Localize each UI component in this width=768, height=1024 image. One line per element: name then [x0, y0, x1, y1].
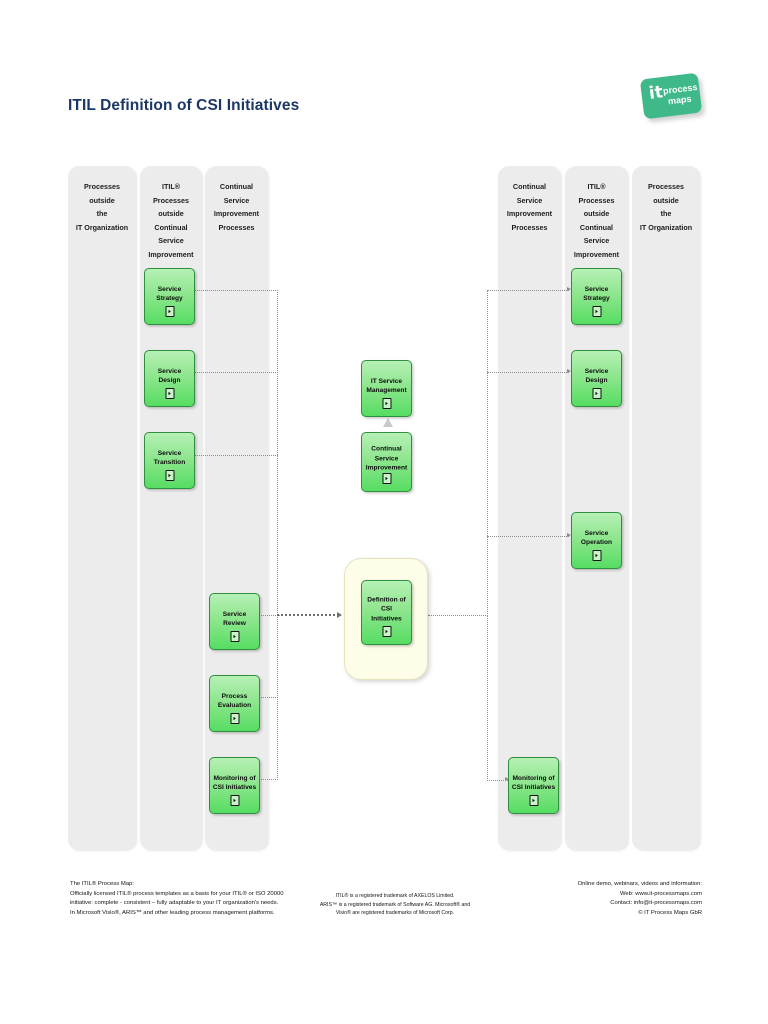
subprocess-marker-icon: [230, 631, 239, 642]
connector-left-vertical: [277, 290, 278, 615]
subprocess-marker-icon: [592, 550, 601, 561]
connector-into-service-strategy: [487, 290, 569, 291]
subprocess-marker-icon: [382, 626, 391, 637]
connector-into-service-design: [487, 372, 569, 373]
connector-into-monitoring-csi-arrowhead: [505, 777, 509, 781]
connector-into-service-design-arrowhead: [567, 369, 571, 373]
subprocess-marker-icon: [592, 306, 601, 317]
process-box-label: Service Strategy: [583, 285, 610, 303]
subprocess-marker-icon: [529, 795, 538, 806]
connector-main-inflow-arrowhead: [337, 612, 342, 618]
footer-trademarks: ITIL® is a registered trademark of AXELO…: [310, 892, 480, 918]
footer-trademark-line: ITIL® is a registered trademark of AXELO…: [335, 893, 455, 899]
connector-main-outflow: [428, 615, 488, 616]
connector-right-vertical: [487, 290, 488, 616]
connector-right-vertical-lower: [487, 615, 488, 781]
logo-text-it: it: [647, 82, 665, 104]
subprocess-marker-icon: [230, 713, 239, 724]
process-box-label: Service Design: [584, 367, 609, 385]
connector-into-service-operation: [487, 536, 569, 537]
footer-right-line: Online demo, webinars, videos and inform…: [577, 881, 702, 887]
footer-left-line: Officially licensed ITIL® process templa…: [70, 890, 284, 897]
process-box-service-strategy-right[interactable]: Service Strategy: [571, 268, 622, 325]
subprocess-marker-icon: [165, 470, 174, 481]
it-process-maps-logo: it process maps: [639, 72, 703, 120]
process-box-label: Service Strategy: [156, 285, 183, 303]
footer-contact-web[interactable]: Web: www.it-processmaps.com: [619, 890, 702, 897]
footer-left-line: The ITIL® Process Map:: [70, 881, 134, 887]
subprocess-marker-icon: [592, 388, 601, 399]
process-box-service-design-right[interactable]: Service Design: [571, 350, 622, 407]
subprocess-marker-icon: [382, 473, 391, 484]
subprocess-marker-icon: [382, 398, 391, 409]
footer-contact-email[interactable]: Contact: info@it-processmaps.com: [610, 900, 702, 907]
subprocess-marker-icon: [230, 795, 239, 806]
process-box-service-design-left[interactable]: Service Design: [144, 350, 195, 407]
process-box-service-strategy-left[interactable]: Service Strategy: [144, 268, 195, 325]
page-title: ITIL Definition of CSI Initiatives: [68, 97, 300, 114]
connector-service-design-out: [193, 372, 278, 373]
connector-into-service-strategy-arrowhead: [567, 287, 571, 291]
footer-trademark-line: ARIS™ is a registered trademark of Softw…: [319, 901, 471, 908]
footer-left: The ITIL® Process Map: Officially licens…: [70, 880, 305, 918]
footer-right: Online demo, webinars, videos and inform…: [520, 880, 702, 918]
connector-into-service-operation-arrowhead: [567, 533, 571, 537]
process-box-label: Service Design: [157, 367, 182, 385]
connector-service-transition-out: [193, 455, 278, 456]
connector-process-evaluation-out: [258, 697, 278, 698]
connector-left-vertical-lower: [277, 615, 278, 780]
footer-left-line: In Microsoft Visio®, ARIS™ and other lea…: [70, 909, 275, 916]
connector-service-strategy-out: [193, 290, 278, 291]
subprocess-marker-icon: [165, 388, 174, 399]
process-box-service-review[interactable]: Service Review: [209, 593, 260, 650]
connector-service-review-out: [258, 615, 280, 616]
connector-main-inflow: [277, 614, 339, 616]
connector-into-monitoring-csi: [487, 780, 508, 781]
subprocess-marker-icon: [165, 306, 174, 317]
connector-csi-to-itsm-arrow: [383, 418, 393, 427]
footer-copyright: © IT Process Maps GbR: [638, 909, 702, 916]
connector-monitoring-csi-out: [258, 779, 278, 780]
footer-left-line: initiative: complete - consistent – full…: [70, 900, 279, 907]
process-box-label: Service Review: [222, 610, 247, 628]
footer-trademark-line: Visio® are registered trademarks of Micr…: [335, 910, 455, 917]
